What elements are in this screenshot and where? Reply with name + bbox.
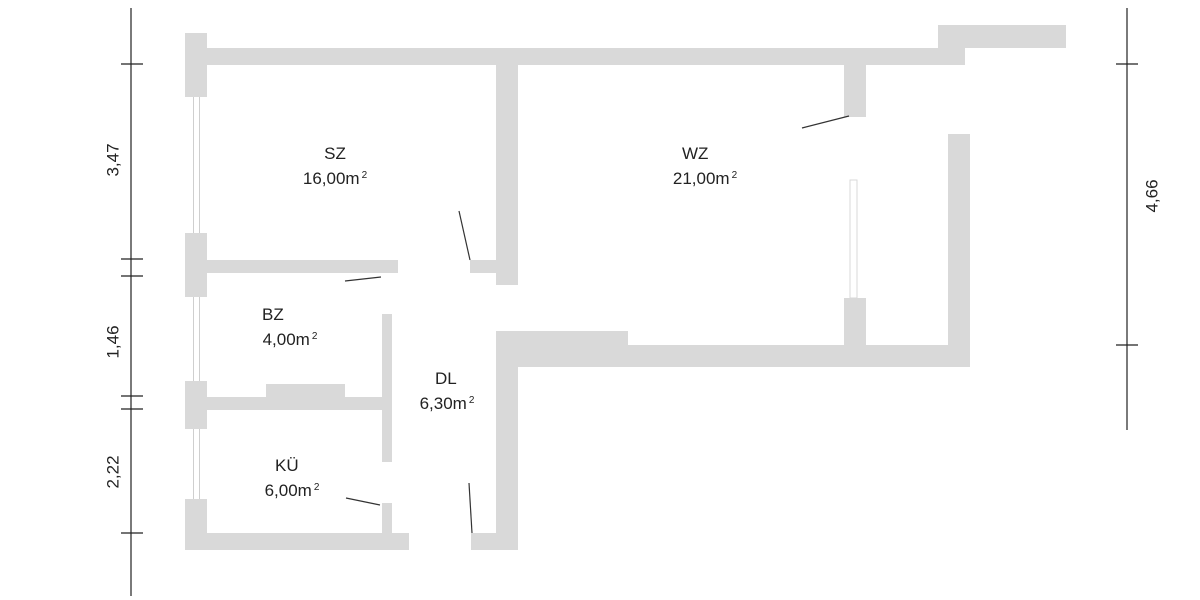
room-name: DL (435, 369, 457, 388)
dimension-label-wz-height: 4,66 (1142, 179, 1162, 213)
dimension-label-sz-height: 3,47 (103, 143, 123, 177)
right-dimension-line (1116, 8, 1138, 430)
door-lines (344, 115, 850, 534)
dimension-label-ku-height: 2,22 (103, 455, 123, 489)
walls (185, 25, 1066, 550)
room-name: BZ (262, 305, 284, 324)
room-name: WZ (682, 144, 709, 163)
room-name: KÜ (275, 456, 299, 475)
left-dimension-line (121, 8, 143, 596)
room-name: SZ (324, 144, 346, 163)
dimension-label-bz-height: 1,46 (103, 325, 123, 359)
